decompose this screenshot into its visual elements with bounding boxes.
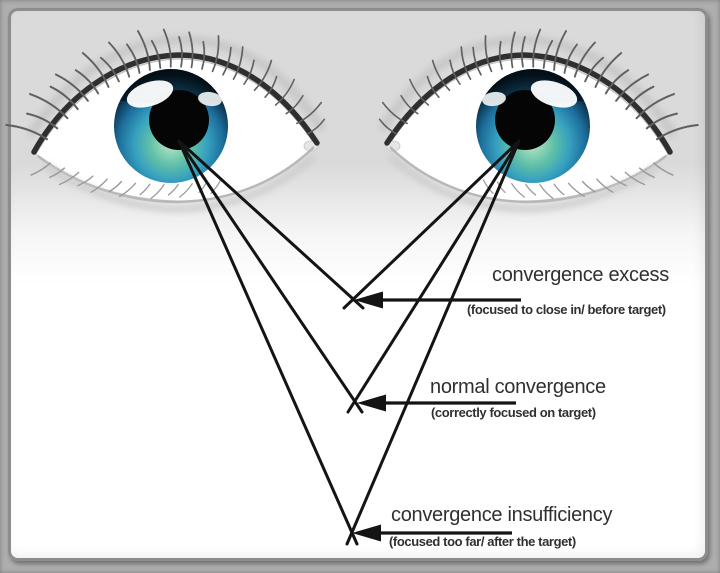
sublabel-convergence-insufficiency: (focused too far/ after the target) (389, 534, 576, 549)
arrowhead-icon (354, 291, 383, 309)
left-eye-illustration (6, 16, 330, 209)
label-convergence-excess: convergence excess (492, 264, 669, 286)
right-eye-illustration (374, 16, 698, 209)
gaze-lines (177, 139, 521, 546)
gaze-line-right-eye-insufficiency (345, 139, 521, 546)
sublabel-convergence-excess: (focused to close in/ before target) (467, 302, 666, 317)
gaze-line-right-eye-excess (342, 139, 521, 310)
gaze-line-left-eye-excess (177, 139, 365, 310)
arrowhead-icon (352, 524, 381, 542)
gaze-line-left-eye-insufficiency (177, 139, 359, 546)
sublabel-normal-convergence: (correctly focused on target) (431, 405, 596, 420)
arrowhead-icon (357, 394, 386, 412)
label-normal-convergence: normal convergence (430, 376, 606, 398)
arrow-convergence-excess (354, 291, 521, 309)
label-convergence-insufficiency: convergence insufficiency (391, 504, 613, 526)
arrow-normal-convergence (357, 394, 516, 412)
arrow-convergence-insufficiency (352, 524, 512, 542)
gaze-line-right-eye-normal (346, 139, 521, 414)
gaze-line-left-eye-normal (177, 139, 364, 414)
